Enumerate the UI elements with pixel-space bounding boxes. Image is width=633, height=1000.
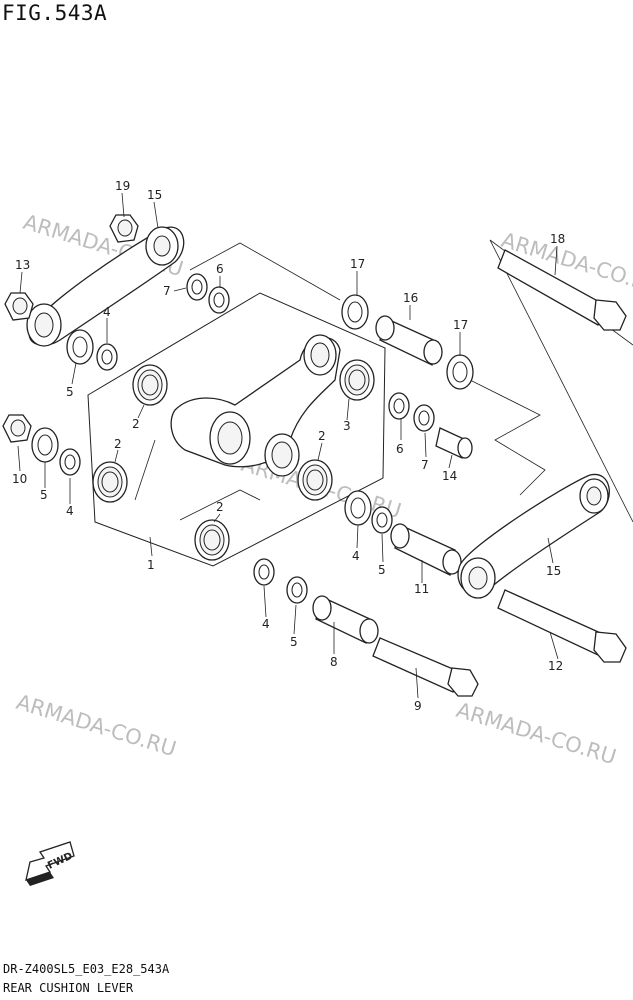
callout-3: 3 — [343, 419, 351, 433]
callout-12: 12 — [548, 659, 563, 673]
seal-6 — [388, 392, 410, 420]
spacer-14 — [435, 427, 473, 459]
callout-2: 2 — [114, 437, 122, 451]
bolt-9 — [372, 637, 479, 697]
seal-5 — [66, 329, 94, 365]
bearing-3 — [339, 359, 375, 401]
callout-4: 4 — [262, 617, 270, 631]
washer-7 — [186, 273, 208, 301]
washer-17 — [446, 354, 474, 390]
bolt-18 — [497, 249, 627, 331]
callout-2: 2 — [318, 429, 326, 443]
callout-1: 1 — [147, 558, 155, 572]
figure-title: FIG.543A — [2, 1, 108, 25]
diagram-name: REAR CUSHION LEVER — [3, 981, 134, 995]
callout-14: 14 — [442, 469, 457, 483]
washer-4 — [96, 343, 118, 371]
washer-7 — [413, 404, 435, 432]
sleeve-11 — [390, 523, 462, 576]
leader-lines — [17, 192, 559, 699]
washer-4 — [344, 490, 372, 526]
callout-6: 6 — [396, 442, 404, 456]
nut-10 — [2, 414, 32, 443]
seal-5 — [371, 506, 393, 534]
connecting-rod-lower — [457, 473, 610, 599]
callout-18: 18 — [550, 232, 565, 246]
callout-8: 8 — [330, 655, 338, 669]
callout-9: 9 — [414, 699, 422, 713]
watermark-text: ARMADA-CO.RU — [14, 690, 179, 761]
washer-4 — [59, 448, 81, 476]
callout-5: 5 — [66, 385, 74, 399]
sleeve-8 — [312, 595, 379, 644]
connecting-rod-upper — [26, 226, 185, 347]
callout-6: 6 — [216, 262, 224, 276]
sleeve-16 — [375, 315, 443, 366]
seal-6 — [208, 286, 230, 314]
callout-17: 17 — [350, 257, 365, 271]
callout-5: 5 — [40, 488, 48, 502]
bolt-12 — [497, 589, 627, 663]
washer-4 — [253, 558, 275, 586]
callout-16: 16 — [403, 291, 418, 305]
callout-7: 7 — [421, 458, 429, 472]
seal-5 — [286, 576, 308, 604]
callout-2: 2 — [132, 417, 140, 431]
bearing-2 — [194, 519, 230, 561]
callout-10: 10 — [12, 472, 27, 486]
callout-5: 5 — [378, 563, 386, 577]
callout-11: 11 — [414, 582, 429, 596]
callout-4: 4 — [352, 549, 360, 563]
callout-2: 2 — [216, 500, 224, 514]
callout-7: 7 — [163, 284, 171, 298]
callout-15: 15 — [147, 188, 162, 202]
callout-5: 5 — [290, 635, 298, 649]
callout-4: 4 — [66, 504, 74, 518]
diagram-code: DR-Z400SL5_E03_E28_543A — [3, 962, 170, 976]
callout-13: 13 — [15, 258, 30, 272]
callout-4: 4 — [103, 305, 111, 319]
bearing-2 — [297, 459, 333, 501]
bearing-2 — [132, 364, 168, 406]
callout-labels: 19 15 13 7 6 17 18 16 17 4 5 2 3 2 2 6 7… — [12, 179, 565, 713]
forward-arrow-icon: FWD — [25, 841, 75, 886]
callout-15: 15 — [546, 564, 561, 578]
nut-13 — [4, 292, 34, 321]
callout-17: 17 — [453, 318, 468, 332]
callout-19: 19 — [115, 179, 130, 193]
cushion-lever — [170, 334, 341, 477]
bearing-2 — [92, 461, 128, 503]
seal-5 — [31, 427, 59, 463]
washer-17 — [341, 294, 369, 330]
watermark-text: ARMADA-CO.RU — [454, 698, 619, 769]
